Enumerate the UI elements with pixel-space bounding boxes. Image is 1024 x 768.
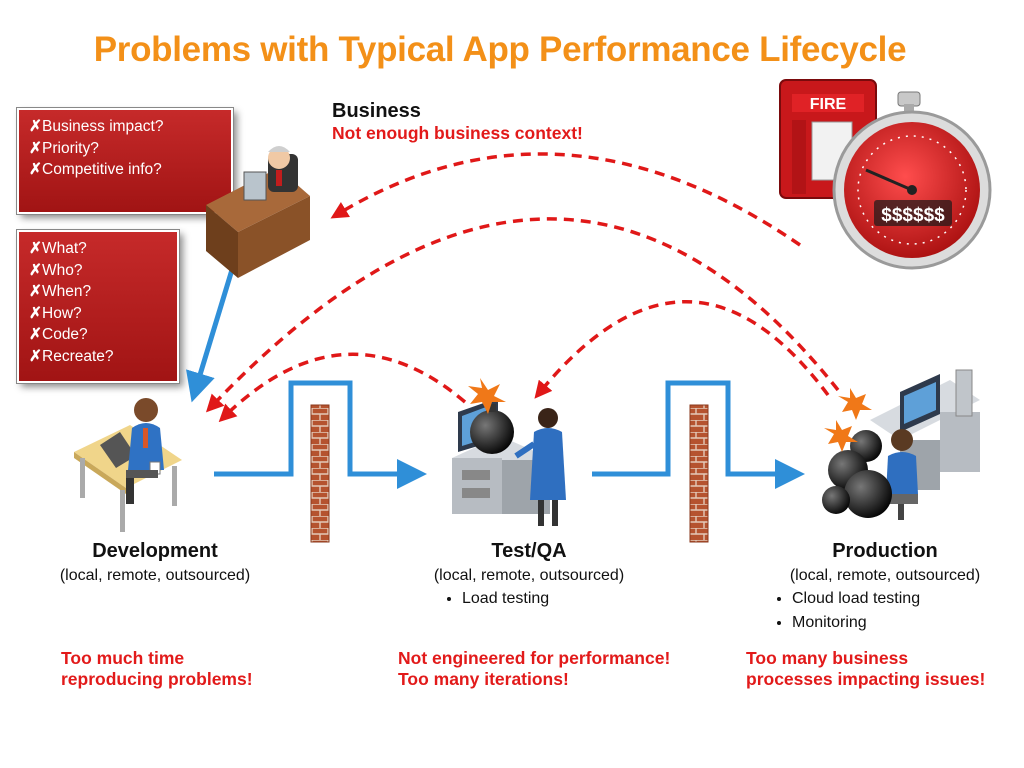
problem-line: Too many business [746,648,909,668]
problem-line: processes impacting issues! [746,669,986,689]
business-to-dev-arrow [186,249,241,403]
stage-development: Development (local, remote, outsourced) [30,540,280,585]
test-problem: Not engineered for performance! Too many… [398,648,670,690]
stage-subtitle: (local, remote, outsourced) [59,567,251,584]
prod-problem: Too many business processes impacting is… [746,648,985,690]
dev-to-test-arrow [214,380,427,489]
business-question: Business impact? [29,116,221,138]
dev-question: When? [29,281,167,303]
stage-bullet: Monitoring [792,611,1010,635]
test-to-dev-feedback-arrow [218,352,467,423]
business-question: Competitive info? [29,159,221,181]
dev-questions-box: What? Who? When? How? Code? Recreate? [16,229,180,384]
stage-bullets: Cloud load testing Monitoring [774,587,1010,635]
dev-question: What? [29,238,167,260]
problem-line: Too many iterations! [398,669,569,689]
business-title: Business [332,100,421,122]
dev-question: Code? [29,324,167,346]
business-note: Not enough business context! [332,123,583,143]
firewall-icon [310,404,330,543]
test-qa-workstation-icon [452,378,566,526]
test-to-prod-arrow [592,380,805,489]
firewall-icon [689,404,709,543]
stage-bullets: Load testing [444,587,654,611]
bomb-icon [822,486,850,514]
stage-title: Development [92,540,218,562]
prod-to-dev-feedback-arrow [205,217,840,413]
stage-production: Production (local, remote, outsourced) C… [760,540,1010,635]
page-title: Problems with Typical App Performance Li… [93,30,907,69]
business-questions-box: Business impact? Priority? Competitive i… [16,107,234,215]
dev-question: Who? [29,260,167,282]
stage-bullet: Cloud load testing [792,587,1010,611]
stage-title: Test/QA [491,540,567,562]
stage-subtitle: (local, remote, outsourced) [433,567,625,584]
stage-subtitle: (local, remote, outsourced) [789,567,981,584]
dev-question: How? [29,303,167,325]
prod-to-business-feedback-arrow [330,152,801,247]
problem-line: Too much time [61,648,185,668]
stage-bullet: Load testing [462,587,654,611]
stopwatch-label: $$$$$$ [881,205,945,226]
problem-line: reproducing problems! [61,669,253,689]
dev-question: Recreate? [29,346,167,368]
fire-alarm-label: FIRE [810,96,847,113]
dev-problem: Too much time reproducing problems! [61,648,253,690]
production-workstation-icon [822,369,980,520]
problem-line: Not engineered for performance! [398,648,671,668]
developer-icon [74,398,182,532]
business-label-group: Business Not enough business context! [332,100,583,144]
business-question: Priority? [29,138,221,160]
business-person-icon [206,146,310,278]
stage-test-qa: Test/QA (local, remote, outsourced) Load… [404,540,654,611]
prod-to-test-feedback-arrow [534,300,830,399]
bomb-icon [844,470,892,518]
bomb-icon [470,410,514,454]
stage-title: Production [832,540,938,562]
stopwatch-icon: $$$$$$ [832,91,992,270]
